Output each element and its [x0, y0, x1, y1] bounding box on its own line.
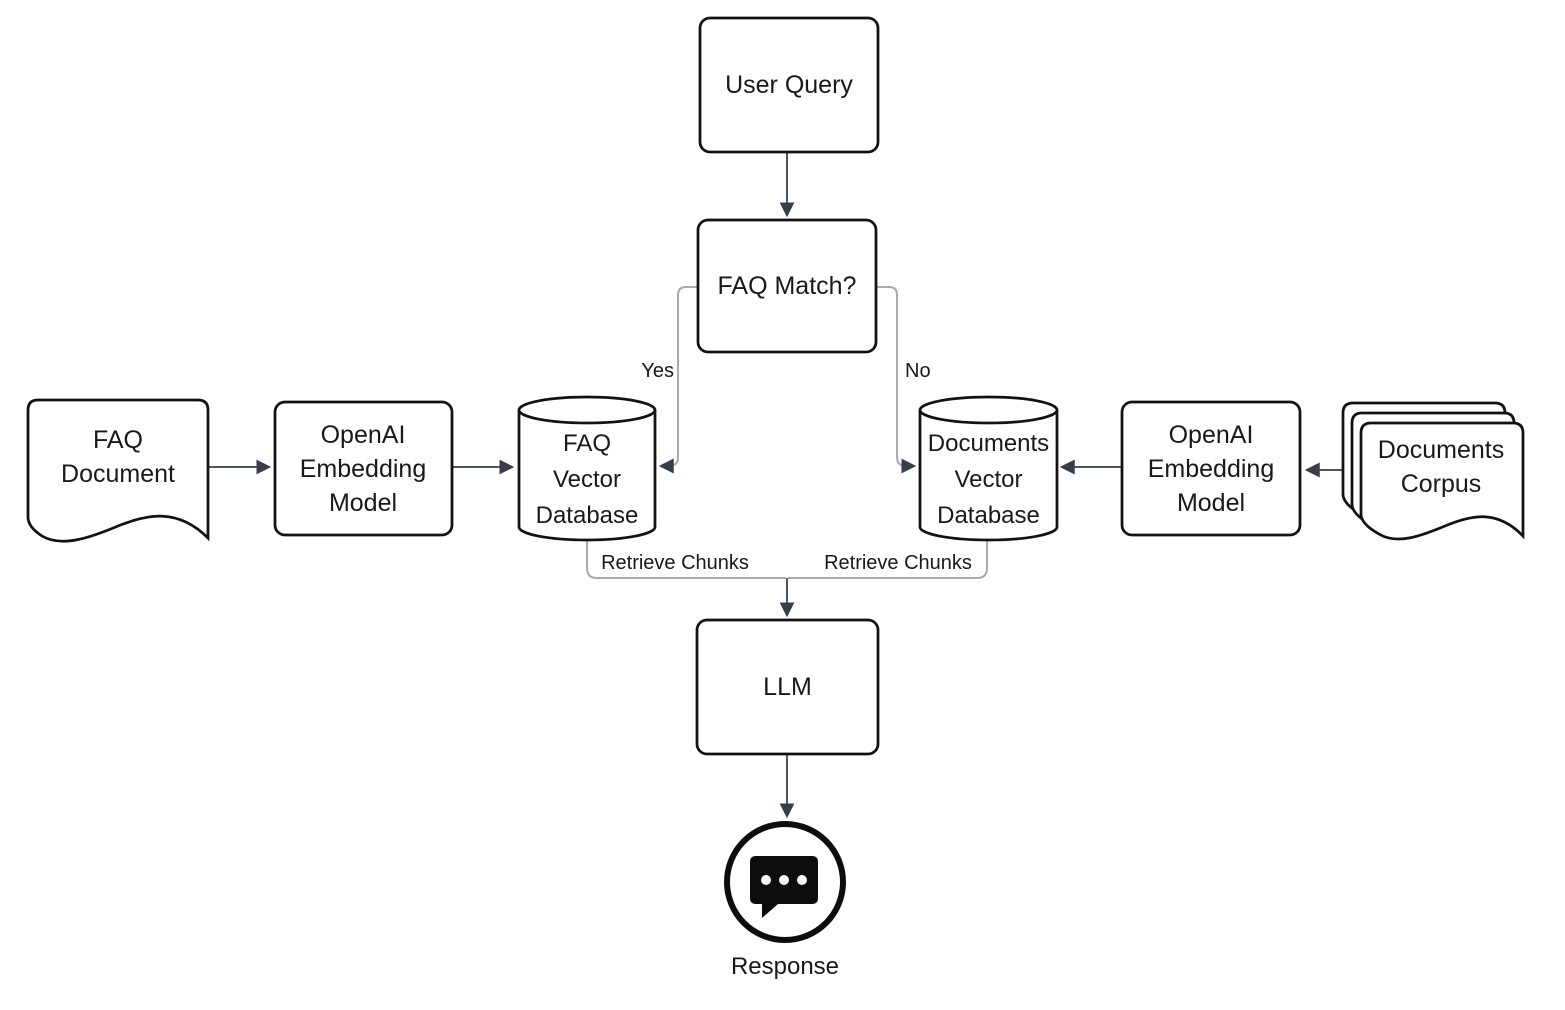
faq-match-node [696, 218, 878, 354]
openai-embedding-left-node [273, 400, 454, 537]
faq-vector-database-cylinder [517, 395, 657, 542]
user-query-label: User Query [725, 71, 853, 99]
faq-document-label: FAQ Document [61, 426, 175, 488]
llm-node [695, 618, 880, 756]
llm-label: LLM [763, 673, 812, 701]
documents-corpus-shape [1341, 401, 1525, 541]
edge-retrieve-chunks-left [586, 540, 786, 579]
response-label: Response [730, 953, 840, 980]
no-edge-label: No [905, 360, 931, 382]
faq-vector-database-label: FAQ Vector Database [535, 430, 639, 529]
faq-document-shape [26, 398, 210, 543]
edge-retrieve-chunks-right [788, 540, 988, 579]
user-query-node [698, 16, 880, 154]
speech-bubble-icon [750, 856, 818, 918]
documents-vector-database-cylinder [918, 395, 1059, 542]
retrieve-chunks-right-label: Retrieve Chunks [824, 551, 972, 574]
retrieve-chunks-left-label: Retrieve Chunks [601, 551, 749, 574]
edge-no-branch [876, 286, 917, 474]
documents-corpus-label: Documents Corpus [1377, 436, 1505, 498]
edge-yes-branch [658, 286, 698, 474]
faq-vector-database-cylinder-top [517, 409, 657, 425]
faq-match-label: FAQ Match? [717, 272, 857, 300]
response-icon [724, 821, 846, 943]
openai-embedding-right-label: OpenAI Embedding Model [1147, 420, 1275, 517]
documents-vector-database-cylinder-top [918, 409, 1059, 425]
openai-embedding-right-node [1120, 400, 1302, 537]
yes-edge-label: Yes [641, 360, 674, 382]
openai-embedding-left-label: OpenAI Embedding Model [299, 420, 427, 517]
documents-vector-database-label: Documents Vector Database [927, 430, 1050, 529]
